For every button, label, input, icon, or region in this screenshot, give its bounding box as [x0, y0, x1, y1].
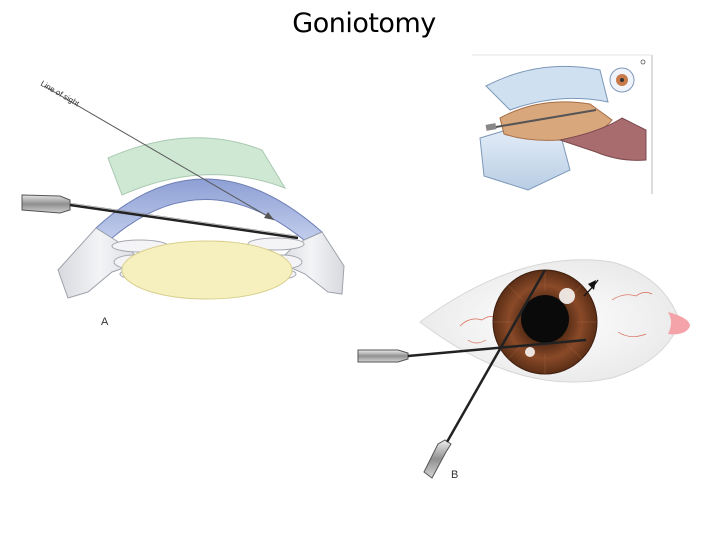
- slide-title: Goniotomy: [292, 8, 436, 39]
- crystalline-lens: [121, 240, 293, 300]
- eye-highlight: [559, 288, 575, 304]
- goniolens: [107, 137, 287, 196]
- goniotomy-knife-a: [21, 194, 299, 240]
- line-of-sight: [43, 85, 275, 221]
- line-of-sight-arrowhead: [264, 212, 274, 220]
- goniotomy-knife-b-diagonal: [423, 269, 547, 479]
- figure-a-label: A: [101, 316, 109, 328]
- figure-b-label: B: [451, 469, 458, 481]
- pupil: [521, 295, 569, 343]
- goniotomy-knife-b-horizontal: [357, 338, 587, 363]
- caruncle: [668, 312, 690, 335]
